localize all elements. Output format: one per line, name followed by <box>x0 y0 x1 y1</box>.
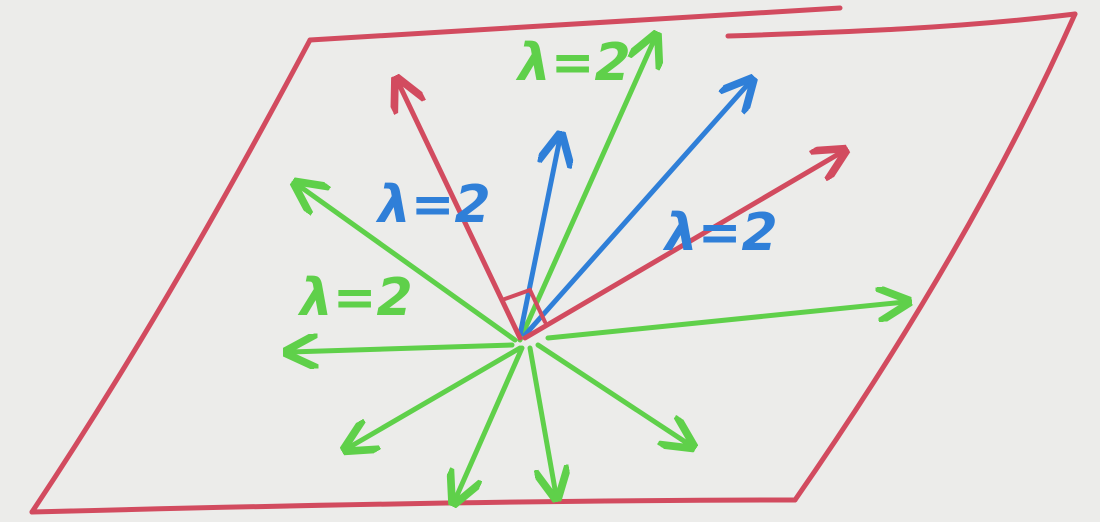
blue-vector-up <box>517 138 560 338</box>
label-blue-right: λ=2 <box>662 203 778 263</box>
green-vector-left <box>290 345 515 352</box>
red-vector-upper-left <box>398 82 523 341</box>
green-vector-down <box>527 345 556 495</box>
label-green-top: λ=2 <box>515 33 631 93</box>
green-vectors <box>290 38 905 500</box>
blue-vectors <box>517 82 750 338</box>
green-vector-down-left <box>455 345 525 500</box>
plane-top-edge-left <box>307 5 843 43</box>
plane-top-edge-right <box>725 11 1078 39</box>
right-angle-marker <box>500 287 547 324</box>
plane-left-edge <box>29 37 313 515</box>
plane-bottom-edge <box>29 497 798 515</box>
green-vector-right <box>545 302 905 341</box>
label-green-left: λ=2 <box>297 268 413 328</box>
green-vector-up <box>517 38 655 343</box>
green-vector-lower-right <box>535 342 690 445</box>
green-vector-upper-left <box>298 185 518 343</box>
plane <box>29 5 1078 515</box>
red-vector-right <box>522 152 842 341</box>
label-blue-left: λ=2 <box>375 175 491 235</box>
red-vectors <box>398 82 842 341</box>
green-vector-lower-left <box>348 345 523 448</box>
plane-right-edge <box>792 11 1078 503</box>
blue-vector-upper-right <box>522 82 750 338</box>
